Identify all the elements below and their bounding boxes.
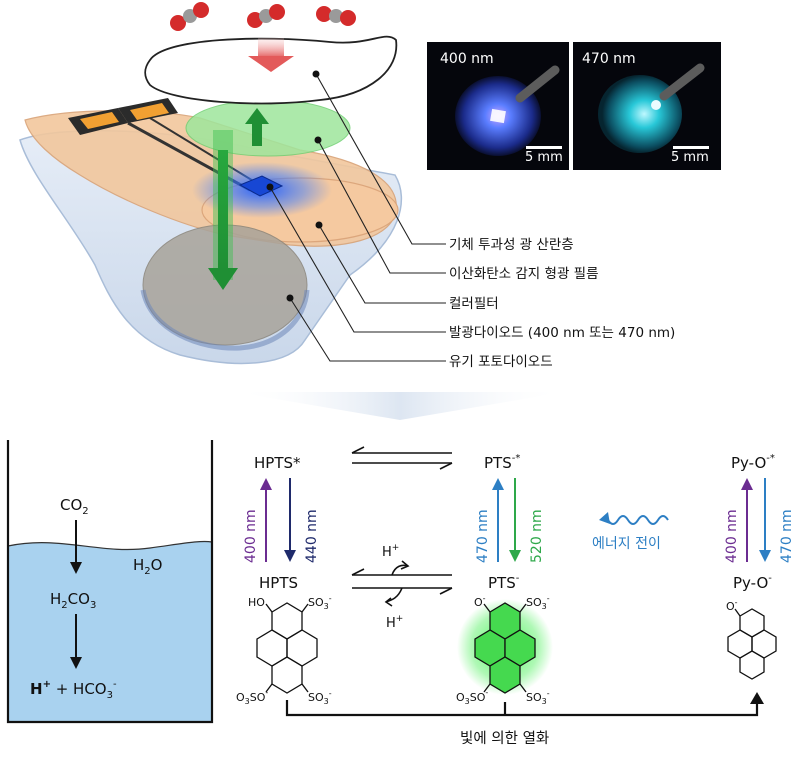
h2o-label: H2O bbox=[133, 556, 162, 577]
sensing-film bbox=[185, 99, 351, 157]
photo-400nm: 400 nm 5 mm bbox=[427, 42, 569, 170]
leader-dots bbox=[266, 70, 323, 302]
hpts-abs-label: 400 nm bbox=[243, 509, 259, 563]
leader-lines bbox=[269, 73, 446, 362]
green-beam-core bbox=[218, 150, 228, 270]
layer-label-led: 발광다이오드 (400 nm 또는 470 nm) bbox=[449, 325, 675, 341]
scale-bar-right bbox=[673, 146, 709, 149]
pts-label: PTS- bbox=[488, 573, 520, 592]
layer-label-color-filter: 컬러필터 bbox=[449, 296, 499, 312]
scale-bar-right-label: 5 mm bbox=[671, 150, 709, 165]
photo-470nm: 470 nm 5 mm bbox=[573, 42, 721, 170]
pyo-abs-label: 400 nm bbox=[724, 509, 740, 563]
pts-excited-label: PTS-* bbox=[484, 453, 520, 472]
beaker-water bbox=[8, 541, 212, 722]
pts-so3-bottom-left: O3SO- bbox=[456, 688, 488, 706]
h-plus-bottom-label: H+ bbox=[386, 614, 403, 631]
photodiode-edge bbox=[140, 289, 310, 351]
layer-label-sensing-film: 이산화탄소 감지 형광 필름 bbox=[449, 266, 599, 282]
device-illustration bbox=[19, 2, 403, 365]
pts-o: O- bbox=[474, 594, 486, 609]
section-divider bbox=[235, 392, 565, 420]
co2-label: CO2 bbox=[60, 496, 89, 517]
pts-em-label: 520 nm bbox=[529, 509, 545, 563]
scale-bar-left bbox=[526, 146, 562, 149]
products-label: H+ + HCO3- bbox=[30, 679, 117, 701]
co2-arrow-head bbox=[248, 56, 294, 72]
pts-so3-top: SO3- bbox=[526, 594, 550, 611]
beaker-water-surface bbox=[7, 540, 213, 551]
pyo-label: Py-O- bbox=[733, 573, 772, 592]
layer-label-photodiode: 유기 포토다이오드 bbox=[449, 354, 553, 370]
green-arrow-down bbox=[208, 268, 238, 290]
co2-arrow-stem bbox=[258, 38, 284, 58]
hpts-label: HPTS bbox=[259, 574, 298, 592]
green-arrow-up bbox=[245, 108, 269, 124]
pyo-em-label: 470 nm bbox=[779, 509, 795, 563]
hpts-so3-top: SO3- bbox=[308, 594, 332, 611]
co2-molecule-3 bbox=[316, 6, 356, 26]
energy-transfer-label: 에너지 전이 bbox=[592, 536, 661, 552]
photobleaching-bracket bbox=[285, 700, 759, 717]
hpts-excited-label: HPTS* bbox=[254, 454, 301, 472]
equilibrium-arrows-excited bbox=[351, 446, 453, 470]
pyo-structure bbox=[727, 608, 777, 680]
beaker-outline bbox=[6, 440, 214, 724]
led-chip bbox=[238, 175, 284, 197]
green-up-stem bbox=[252, 122, 262, 146]
scale-bar-left-label: 5 mm bbox=[525, 150, 563, 165]
hpts-so3-bottom-right: SO3- bbox=[308, 689, 332, 706]
h2co3-label: H2CO3 bbox=[50, 590, 96, 611]
energy-transfer-arrowhead bbox=[599, 512, 610, 524]
hpts-so3-bottom-left: O3SO- bbox=[236, 688, 268, 706]
hpts-structure bbox=[256, 602, 318, 694]
layer-labels: 기체 투과성 광 산란층 이산화탄소 감지 형광 필름 컬러필터 발광다이오드 … bbox=[449, 237, 675, 370]
hpts-em-label: 440 nm bbox=[304, 509, 320, 563]
photobleaching-label: 빛에 의한 열화 bbox=[460, 730, 549, 747]
photo-400-label: 400 nm bbox=[440, 51, 494, 67]
photobleaching-arrowhead bbox=[750, 692, 764, 704]
co2-molecule-2 bbox=[247, 4, 285, 28]
photo-470-label: 470 nm bbox=[582, 51, 636, 67]
pts-structure bbox=[474, 602, 536, 694]
h-plus-top-label: H+ bbox=[382, 543, 399, 560]
pyo-excited-label: Py-O-* bbox=[731, 453, 775, 472]
hpts-ho: HO bbox=[248, 596, 265, 609]
energy-transfer-wave bbox=[607, 515, 669, 525]
beaker: CO2 H2O H2CO3 H+ + HCO3- bbox=[6, 440, 214, 724]
pyo-o: O- bbox=[726, 598, 738, 613]
reaction-scheme: HPTS* PTS-* Py-O-* 400 nm 440 nm 470 nm … bbox=[236, 446, 795, 747]
pts-abs-label: 470 nm bbox=[475, 509, 491, 563]
layer-label-scattering: 기체 투과성 광 산란층 bbox=[449, 237, 574, 253]
pts-so3-bottom-right: SO3- bbox=[526, 689, 550, 706]
equilibrium-arrows-ground bbox=[351, 560, 453, 607]
co2-molecule-1 bbox=[170, 2, 209, 31]
